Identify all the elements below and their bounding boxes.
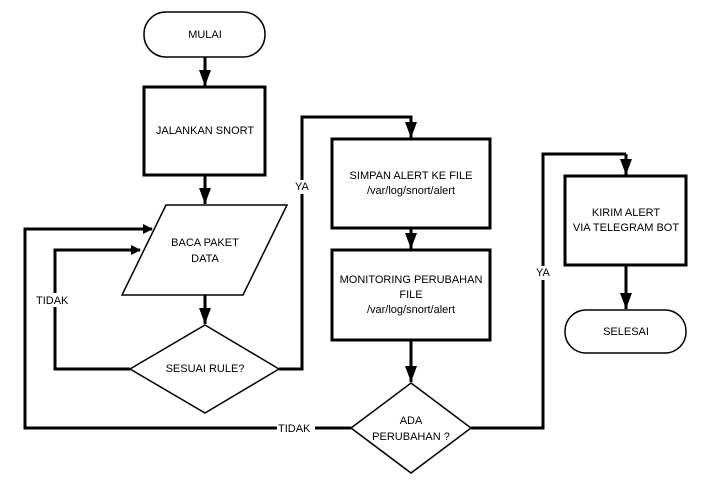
edge-label-ada-ya: YA bbox=[536, 267, 551, 279]
node-kirim-label-1: KIRIM ALERT bbox=[592, 207, 661, 219]
node-baca-label-2: DATA bbox=[191, 253, 219, 265]
node-ada-label-1: ADA bbox=[400, 415, 423, 427]
node-monitoring-label-3: /var/log/snort/alert bbox=[367, 304, 455, 316]
edge-label-sesuai-tidak: TIDAK bbox=[36, 295, 69, 307]
node-baca-paket: BACA PAKET DATA bbox=[120, 204, 289, 296]
node-simpan-label-1: SIMPAN ALERT KE FILE bbox=[350, 170, 473, 182]
connector-sesuai-tidak-loop bbox=[53, 245, 141, 371]
node-monitoring: MONITORING PERUBAHAN FILE /var/log/snort… bbox=[330, 248, 492, 342]
connector-ada-tidak-loop bbox=[23, 224, 351, 430]
node-baca-label-1: BACA PAKET bbox=[171, 237, 239, 249]
node-sesuai-label: SESUAI RULE? bbox=[166, 363, 245, 375]
node-selesai: SELESAI bbox=[564, 309, 687, 354]
edge-label-sesuai-ya: YA bbox=[295, 181, 310, 193]
node-simpan-label-2: /var/log/snort/alert bbox=[367, 185, 455, 197]
node-selesai-label: SELESAI bbox=[603, 326, 649, 338]
node-ada-perubahan: ADA PERUBAHAN ? bbox=[349, 382, 473, 474]
node-jalankan-label: JALANKAN SNORT bbox=[156, 125, 254, 137]
node-sesuai-rule: SESUAI RULE? bbox=[128, 324, 281, 414]
node-simpan-alert: SIMPAN ALERT KE FILE /var/log/snort/aler… bbox=[330, 137, 492, 230]
connector-ada-ya bbox=[471, 152, 632, 430]
node-monitoring-label-2: FILE bbox=[399, 289, 422, 301]
node-ada-label-2: PERUBAHAN ? bbox=[372, 431, 450, 443]
node-jalankan-snort: JALANKAN SNORT bbox=[142, 85, 267, 177]
edge-label-ada-tidak: TIDAK bbox=[278, 423, 311, 435]
node-kirim-alert: KIRIM ALERT VIA TELEGRAM BOT bbox=[563, 174, 688, 267]
node-monitoring-label-1: MONITORING PERUBAHAN bbox=[340, 274, 483, 286]
node-mulai: MULAI bbox=[143, 11, 266, 58]
node-mulai-label: MULAI bbox=[188, 29, 222, 41]
node-kirim-label-2: VIA TELEGRAM BOT bbox=[573, 222, 679, 234]
connector-sesuai-ya bbox=[279, 115, 417, 371]
